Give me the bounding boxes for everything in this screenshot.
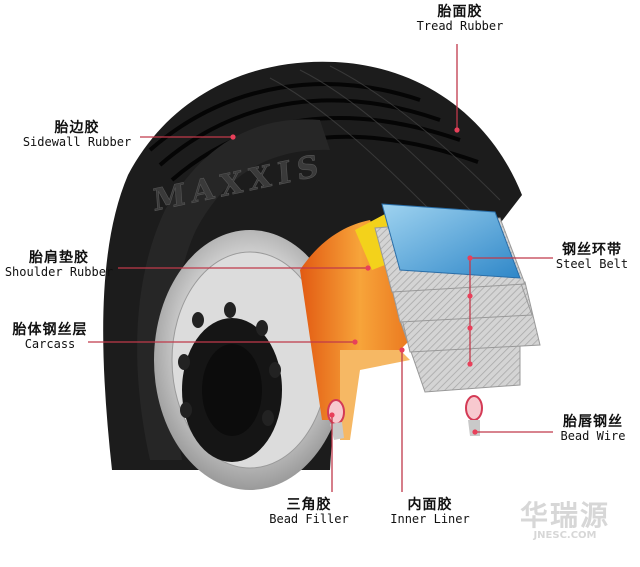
label-bead-wire-zh: 胎唇钢丝 — [563, 414, 623, 430]
label-steel-belt: 钢丝环带 Steel Belt — [546, 242, 638, 272]
label-tread-en: Tread Rubber — [416, 19, 504, 34]
bead-wire-right — [465, 395, 483, 436]
label-inner-liner: 内面胶 Inner Liner — [382, 497, 478, 527]
lug-nuts — [178, 302, 281, 426]
label-liner-zh: 内面胶 — [407, 497, 453, 513]
label-belt-en: Steel Belt — [555, 257, 629, 272]
watermark-logo: 华瑞源 JNESC.COM — [520, 494, 610, 541]
leader-dots — [230, 127, 478, 435]
label-carcass-en: Carcass — [24, 337, 76, 352]
watermark-url: JNESC.COM — [533, 530, 597, 541]
label-bead-wire: 胎唇钢丝 Bead Wire — [548, 414, 638, 444]
label-tread-zh: 胎面胶 — [437, 4, 483, 20]
label-sidewall-zh: 胎边胶 — [54, 120, 100, 136]
inner-liner-layer — [340, 350, 410, 440]
leader-lines — [88, 44, 553, 492]
label-tread-rubber: 胎面胶 Tread Rubber — [405, 4, 515, 34]
label-filler-zh: 三角胶 — [286, 497, 332, 513]
watermark-text: 华瑞源 — [519, 499, 610, 532]
label-shoulder-zh: 胎肩垫胶 — [29, 250, 89, 266]
label-shoulder-rubber: 胎肩垫胶 Shoulder Rubber — [0, 250, 118, 280]
label-sidewall-en: Sidewall Rubber — [22, 135, 132, 150]
label-bead-filler: 三角胶 Bead Filler — [262, 497, 356, 527]
label-belt-zh: 钢丝环带 — [562, 242, 622, 258]
label-carcass: 胎体钢丝层 Carcass — [0, 322, 100, 352]
label-liner-en: Inner Liner — [390, 512, 470, 527]
label-carcass-zh: 胎体钢丝层 — [12, 322, 88, 338]
label-shoulder-en: Shoulder Rubber — [4, 265, 114, 280]
sidewall-band — [137, 119, 330, 460]
label-filler-en: Bead Filler — [269, 512, 349, 527]
steel-belt-blue — [381, 203, 521, 279]
label-bead-wire-en: Bead Wire — [560, 429, 626, 444]
label-sidewall-rubber: 胎边胶 Sidewall Rubber — [14, 120, 140, 150]
